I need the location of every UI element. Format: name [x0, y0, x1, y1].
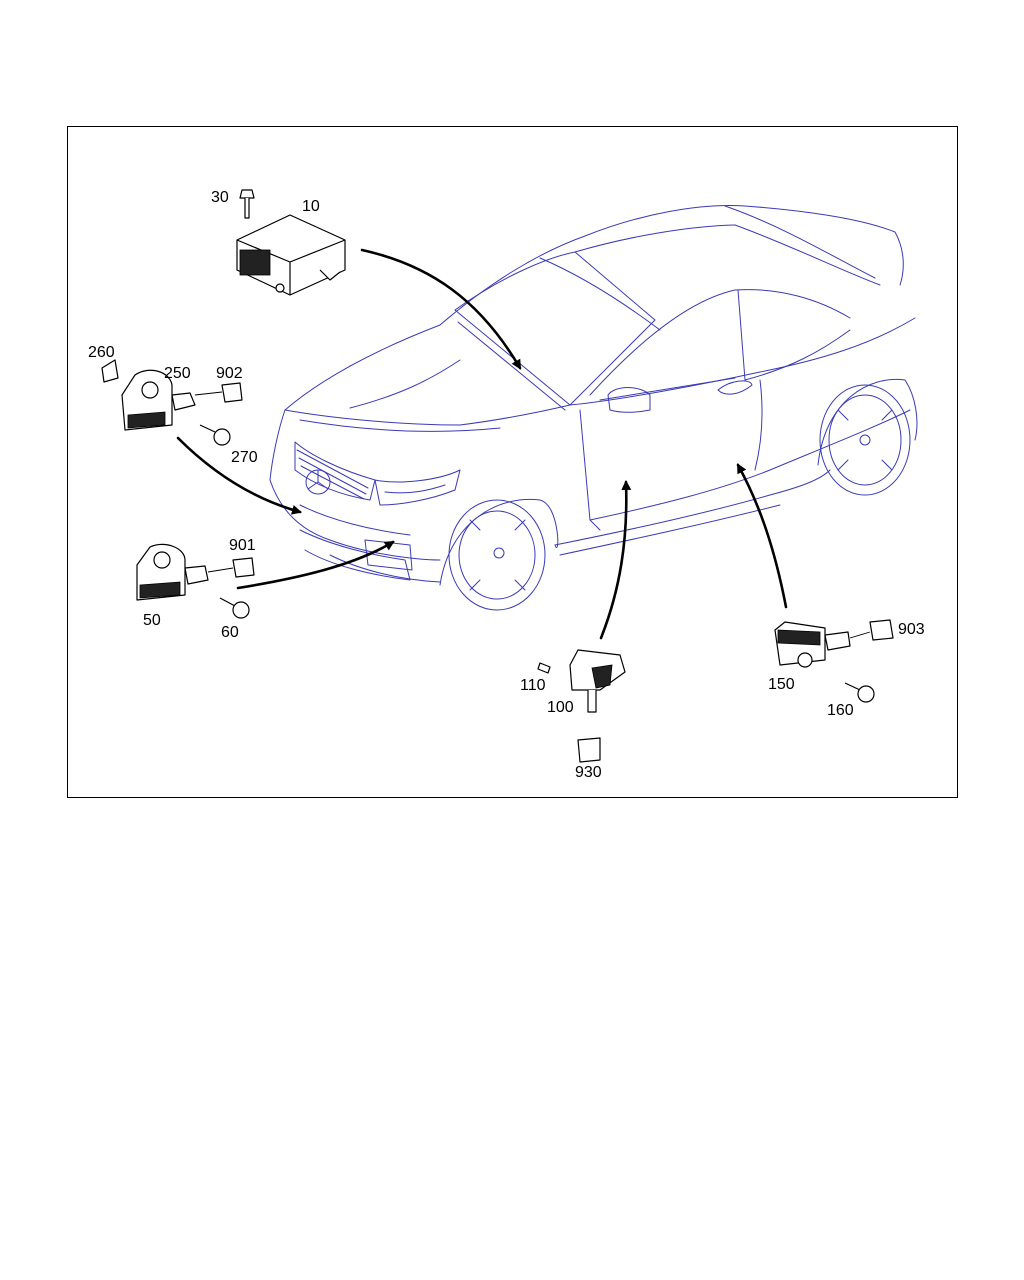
connector-901-part [207, 557, 255, 578]
label-930: 930 [575, 764, 602, 781]
label-110: 110 [520, 677, 546, 694]
location-arrows [176, 248, 788, 640]
car-outline [269, 205, 918, 611]
label-270: 270 [231, 449, 258, 466]
label-901: 901 [229, 537, 256, 554]
arrow-control-unit [360, 248, 522, 370]
sensor-50-part [136, 543, 209, 601]
sensor-100-part [569, 649, 626, 713]
label-60: 60 [221, 624, 239, 641]
arrow-sensor-100 [599, 480, 632, 640]
label-160: 160 [827, 702, 854, 719]
label-10: 10 [302, 198, 320, 215]
control-unit-part [236, 214, 346, 296]
bolt-270-part [199, 424, 231, 446]
sensor-150-part [774, 621, 851, 668]
connector-903-part [849, 619, 894, 641]
diagram-frame [67, 126, 958, 798]
label-902: 902 [216, 365, 243, 382]
connector-930-part [577, 737, 601, 763]
clip-260-part [101, 359, 119, 383]
arrow-sensor-250 [176, 436, 302, 515]
bolt-60-part [219, 597, 250, 619]
label-260: 260 [88, 344, 115, 361]
callout-labels: 30 10 260 250 902 270 901 50 60 110 100 … [88, 189, 925, 781]
connector-902-part [194, 382, 243, 403]
sensor-250-part [121, 369, 196, 431]
arrow-sensor-50 [236, 540, 395, 590]
label-100: 100 [547, 699, 574, 716]
bolt-30-part [239, 189, 255, 219]
bolt-160-part [844, 682, 875, 703]
arrow-sensor-150 [736, 463, 788, 609]
label-50: 50 [143, 612, 161, 629]
label-30: 30 [211, 189, 229, 206]
screw-110-part [537, 662, 551, 674]
label-250: 250 [164, 365, 191, 382]
label-150: 150 [768, 676, 795, 693]
label-903: 903 [898, 621, 925, 638]
